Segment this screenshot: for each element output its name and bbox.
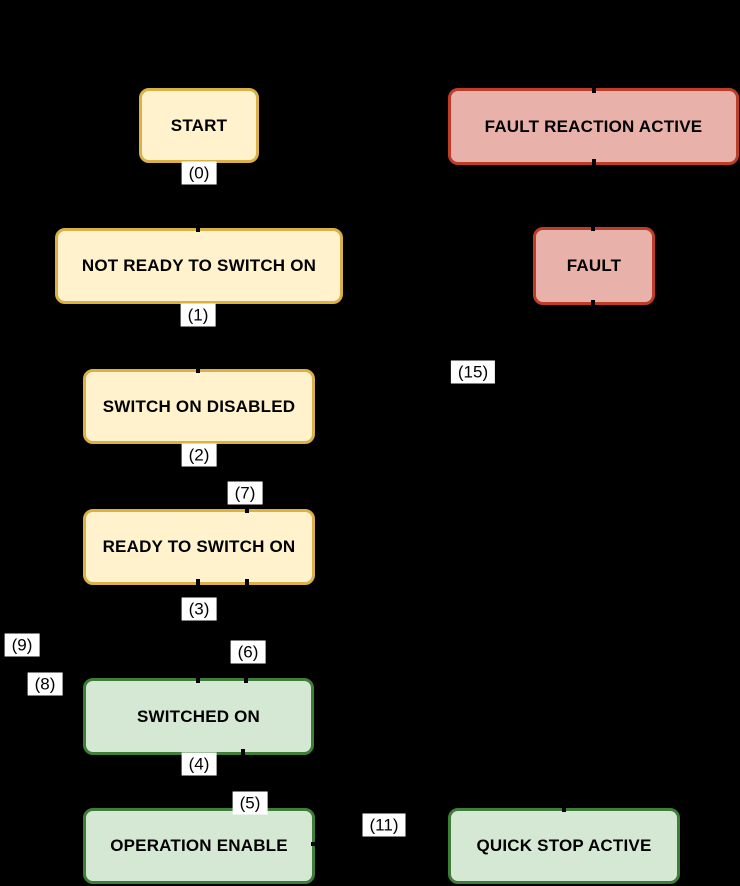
connector-tick	[562, 804, 566, 812]
state-label: SWITCH ON DISABLED	[102, 396, 296, 416]
transition-label-2: (2)	[181, 443, 217, 467]
transition-label-1: (1)	[180, 303, 216, 327]
state-ready-to-switch-on: READY TO SWITCH ON	[83, 509, 315, 585]
transition-label-9: (9)	[4, 633, 40, 657]
state-label: FAULT REACTION ACTIVE	[484, 116, 703, 136]
connector-tick	[196, 365, 200, 373]
transition-label-3: (3)	[181, 597, 217, 621]
connector-tick	[196, 224, 200, 232]
transition-label-7: (7)	[227, 481, 263, 505]
transition-label-11: (11)	[362, 813, 406, 837]
state-label: QUICK STOP ACTIVE	[476, 836, 652, 855]
state-quick-stop-active: QUICK STOP ACTIVE	[448, 808, 680, 884]
state-label: READY TO SWITCH ON	[102, 537, 296, 556]
state-switched-on: SWITCHED ON	[83, 678, 314, 755]
transition-label-6: (6)	[230, 640, 266, 664]
state-label: START	[170, 115, 228, 135]
connector-tick	[592, 159, 596, 167]
connector-tick	[196, 675, 200, 683]
state-operation-enable: OPERATION ENABLE	[83, 808, 315, 884]
state-label: NOT READY TO SWITCH ON	[81, 256, 317, 275]
state-label: FAULT	[566, 256, 622, 275]
connector-tick	[592, 85, 596, 93]
connector-tick	[591, 223, 595, 231]
connector-tick	[245, 505, 249, 513]
state-switch-on-disabled: SWITCH ON DISABLED	[83, 369, 315, 444]
connector-tick	[311, 842, 319, 846]
connector-tick	[245, 579, 249, 587]
connector-tick	[591, 300, 595, 308]
transition-label-5: (5)	[232, 791, 268, 815]
state-not-ready-to-switch-on: NOT READY TO SWITCH ON	[55, 228, 343, 304]
transition-label-15: (15)	[450, 360, 496, 384]
transition-label-4: (4)	[181, 752, 217, 776]
state-label: SWITCHED ON	[136, 706, 261, 726]
connector-tick	[244, 675, 248, 683]
transition-label-8: (8)	[27, 672, 63, 696]
state-label: OPERATION ENABLE	[110, 836, 288, 855]
state-fault-reaction-active: FAULT REACTION ACTIVE	[448, 88, 739, 165]
state-start: START	[139, 88, 259, 163]
transition-label-0: (0)	[181, 161, 217, 185]
connector-tick	[241, 749, 245, 757]
state-fault: FAULT	[533, 227, 655, 305]
connector-tick	[196, 579, 200, 587]
